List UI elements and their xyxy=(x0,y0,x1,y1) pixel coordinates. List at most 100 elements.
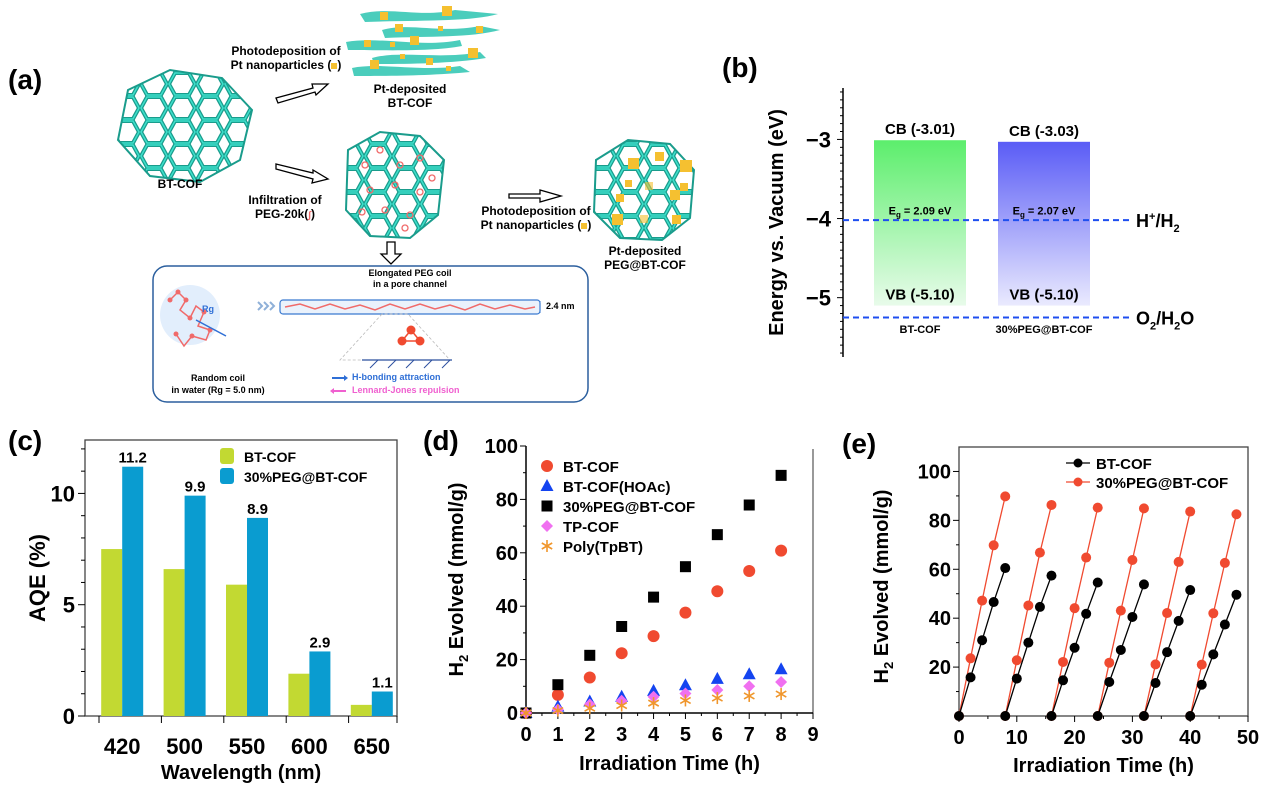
d-legend-label: 30%PEG@BT-COF xyxy=(563,499,695,516)
random-coil-line2: in water (Rg = 5.0 nm) xyxy=(171,385,265,395)
elongated-line2: in a pore channel xyxy=(372,279,448,289)
b-ref-label-0: H+/H2 xyxy=(1136,211,1180,235)
e-point-peg xyxy=(1046,499,1057,510)
d-xlabel: Irradiation Time (h) xyxy=(579,753,760,775)
d-point-poly-tpbt- xyxy=(616,699,628,712)
e-point-peg xyxy=(977,595,988,606)
e-point-peg xyxy=(1011,655,1022,666)
d-ytick-label: 60 xyxy=(496,543,518,565)
e-point-bt-cof xyxy=(1127,611,1138,622)
d-point-tp-cof xyxy=(711,684,724,697)
b-ytick-label: −4 xyxy=(806,207,832,232)
pt-deposited-bt-cof-label: Pt-deposited BT-COF xyxy=(370,82,450,110)
e-point-peg xyxy=(1081,552,1092,563)
d-point-30-peg-bt-cof xyxy=(775,469,787,481)
asterisk-stroke xyxy=(679,696,692,705)
step-pt-2-line2: Pt nanoparticles () xyxy=(480,218,592,232)
b-band-bar-0 xyxy=(874,140,966,306)
d-point-30-peg-bt-cof xyxy=(616,620,628,632)
e-point-peg xyxy=(1104,657,1115,668)
asterisk-stroke xyxy=(775,690,787,698)
asterisk-stroke xyxy=(616,701,628,710)
e-point-bt-cof xyxy=(1000,563,1011,574)
e-ytick-label: 100 xyxy=(918,461,951,483)
e-xtick-label: 0 xyxy=(953,727,964,749)
step-pt-1-line1: Photodeposition of xyxy=(231,44,341,58)
step-pt-2-line1: Photodeposition of xyxy=(481,204,591,218)
step-pt-1-label: Photodeposition of Pt nanoparticles () xyxy=(226,44,346,72)
e-xtick-label: 40 xyxy=(1179,727,1201,749)
b-eg-label: Eg = 2.07 eV xyxy=(1013,206,1076,220)
e-point-bt-cof xyxy=(1046,711,1057,721)
e-point-bt-cof xyxy=(1150,677,1161,688)
e-point-bt-cof xyxy=(1069,642,1080,653)
asterisk-stroke xyxy=(584,704,596,712)
e-point-bt-cof xyxy=(1173,615,1184,626)
d-ytick-label: 20 xyxy=(496,650,518,672)
panel-label-d: (d) xyxy=(423,425,459,456)
d-point-tp-cof xyxy=(775,676,788,689)
asterisk-stroke xyxy=(541,542,553,550)
e-point-peg xyxy=(1115,605,1126,616)
e-point-bt-cof xyxy=(1081,608,1092,619)
e-point-peg xyxy=(1219,557,1230,568)
e-legend-label: 30%PEG@BT-COF xyxy=(1096,475,1228,492)
c-bar-30-peg-bt-cof xyxy=(122,466,144,716)
e-legend-marker xyxy=(1073,477,1083,487)
c-bar-bt-cof xyxy=(163,569,185,716)
elongated-line1: Elongated PEG coil xyxy=(368,268,452,278)
d-point-bt-cof-hoac- xyxy=(710,671,724,684)
panel-label-e: (e) xyxy=(842,428,877,459)
c-xtick-label: 420 xyxy=(104,734,141,759)
e-point-bt-cof xyxy=(1196,679,1207,690)
d-point-poly-tpbt- xyxy=(520,707,532,719)
d-xtick-label: 3 xyxy=(616,724,627,746)
c-bar-30-peg-bt-cof xyxy=(309,651,331,716)
d-xtick-label: 1 xyxy=(552,724,563,746)
asterisk-stroke xyxy=(520,709,532,717)
pt-deposited-peg-label: Pt-deposited PEG@BT-COF xyxy=(590,244,700,272)
c-bar-bt-cof xyxy=(101,549,123,716)
e-ytick-label: 20 xyxy=(929,657,951,679)
c-bar-bt-cof xyxy=(226,584,247,716)
pt-particle-icon xyxy=(581,223,588,229)
d-point-30-peg-bt-cof xyxy=(552,679,564,691)
e-point-bt-cof xyxy=(988,597,999,608)
e-point-bt-cof xyxy=(1104,677,1115,688)
pt-deposited-peg-line1: Pt-deposited xyxy=(608,244,682,258)
d-legend-marker xyxy=(541,520,553,532)
pt-deposited-peg-line2: PEG@BT-COF xyxy=(604,258,686,272)
e-point-bt-cof xyxy=(1138,711,1149,721)
e-line-peg-cycle-1 xyxy=(958,496,1006,717)
e-point-bt-cof xyxy=(1046,570,1057,581)
d-xtick-label: 6 xyxy=(712,724,723,746)
e-point-peg xyxy=(1069,603,1080,614)
d-legend-marker xyxy=(541,540,553,552)
random-coil-line1: Random coil xyxy=(190,373,245,383)
c-legend-label: BT-COF xyxy=(244,449,297,465)
c-ytick-label: 5 xyxy=(63,593,75,618)
e-point-peg xyxy=(1000,491,1011,502)
d-legend-label: Poly(TpBT) xyxy=(563,539,643,556)
e-xtick-label: 50 xyxy=(1237,727,1259,749)
d-point-bt-cof-hoac- xyxy=(742,667,756,680)
c-bar-30-peg-bt-cof xyxy=(247,517,268,716)
d-point-30-peg-bt-cof xyxy=(648,591,660,603)
d-xtick-label: 8 xyxy=(776,724,787,746)
b-ref-label-1: O2/H2O xyxy=(1136,308,1194,332)
c-xtick-label: 550 xyxy=(229,734,266,759)
e-point-bt-cof xyxy=(1231,589,1242,600)
peg-chain-small-icon: ∫ xyxy=(308,210,312,221)
e-point-bt-cof xyxy=(1185,711,1196,721)
b-cb-label: CB (-3.03) xyxy=(1009,123,1079,140)
b-vb-label: VB (-5.10) xyxy=(885,287,954,304)
b-ylabel: Energy vs. Vacuum (eV) xyxy=(766,109,788,336)
e-point-peg xyxy=(1092,502,1103,513)
c-xtick-label: 600 xyxy=(291,734,328,759)
step-peg-line2: PEG-20k(∫) xyxy=(254,207,316,221)
e-point-peg xyxy=(1196,659,1207,670)
step-peg-line1: Infiltration of xyxy=(248,193,322,207)
e-point-bt-cof xyxy=(1162,647,1173,658)
c-data-label: 1.1 xyxy=(372,675,393,692)
